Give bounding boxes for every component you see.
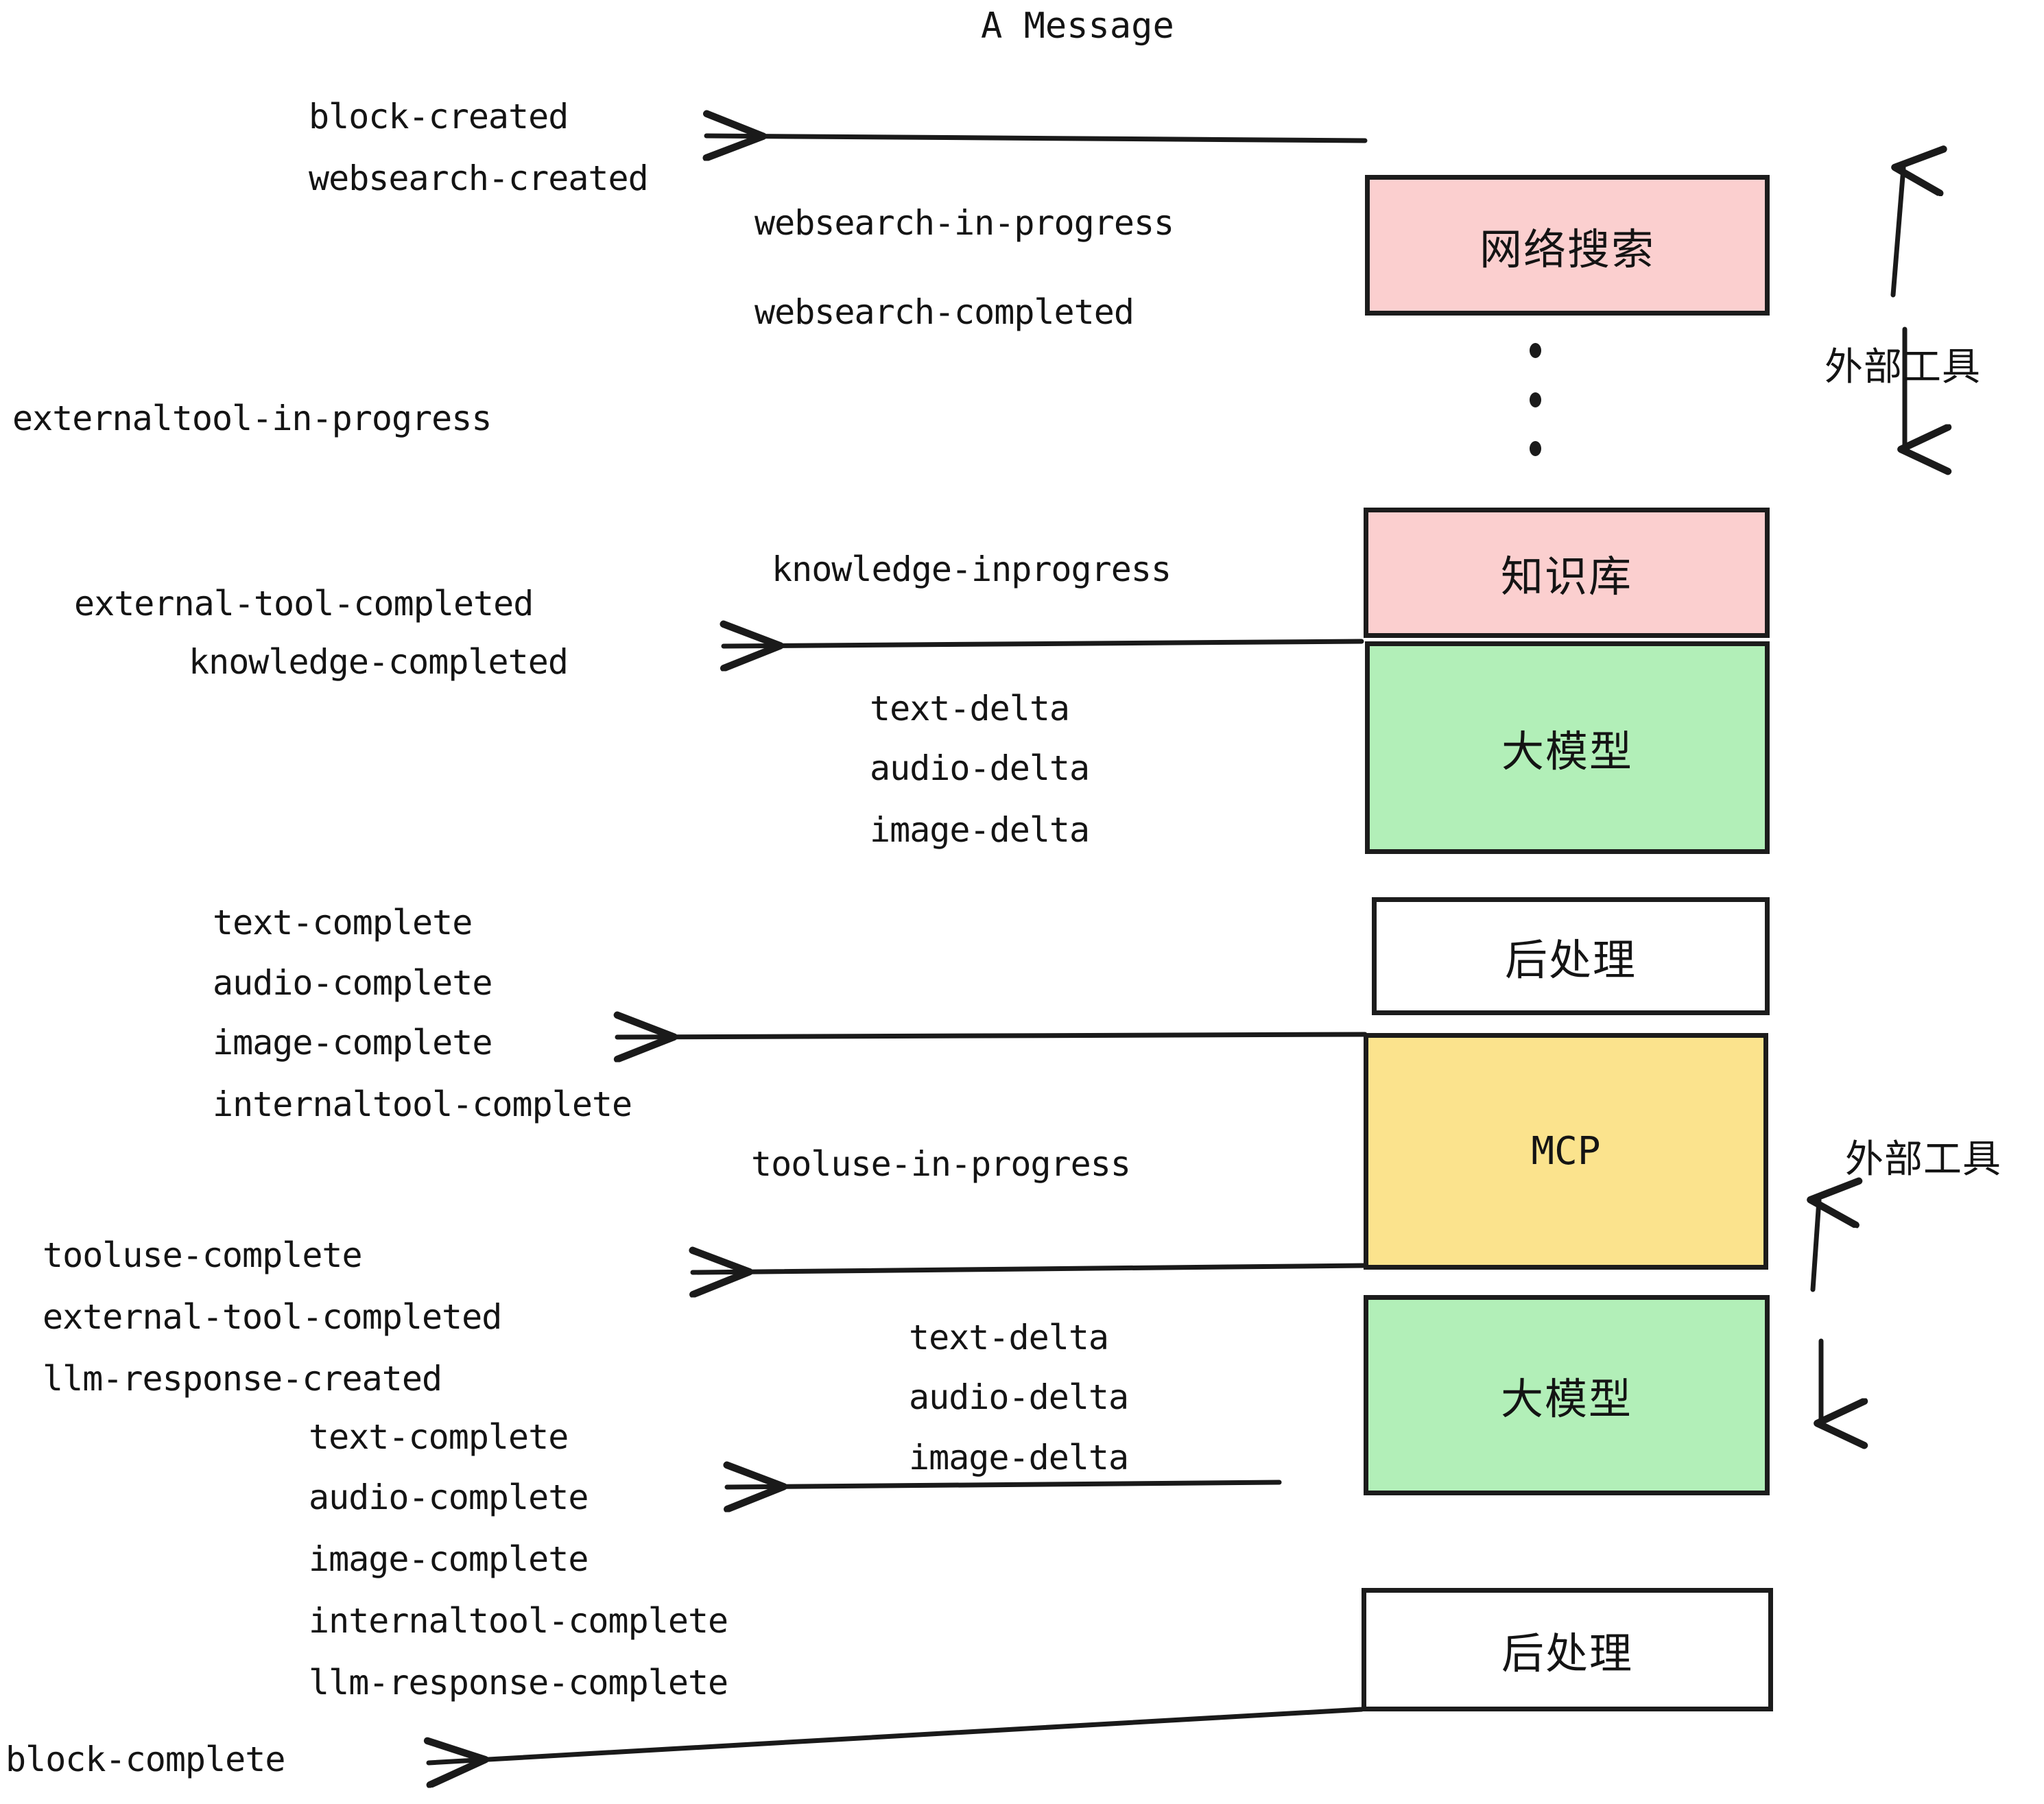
- component-box-websearch[interactable]: 网络搜索: [1365, 175, 1770, 316]
- component-label-llm-1: 大模型: [1501, 726, 1633, 776]
- component-box-knowledge[interactable]: 知识库: [1364, 508, 1770, 638]
- event-external-tool-completed-2: external-tool-completed: [43, 1297, 502, 1337]
- event-llm-response-complete: llm-response-complete: [309, 1663, 728, 1702]
- event-external-tool-completed-1: external-tool-completed: [74, 584, 534, 624]
- event-tooluse-in-progress: tooluse-in-progress: [751, 1144, 1131, 1184]
- event-text-complete-2: text-complete: [309, 1417, 569, 1457]
- arrow-postprocess1-to-events: [617, 1034, 1368, 1037]
- external-tools-arrow-bottom: [1813, 1200, 1821, 1423]
- component-box-postprocess-2[interactable]: 后处理: [1362, 1588, 1773, 1711]
- component-label-llm-2: 大模型: [1500, 1374, 1632, 1424]
- arrow-postprocess2-to-events: [429, 1707, 1364, 1763]
- event-block-complete: block-complete: [5, 1740, 285, 1779]
- component-label-postprocess-1: 后处理: [1504, 935, 1637, 985]
- event-llm-response-created: llm-response-created: [43, 1359, 442, 1399]
- component-label-knowledge: 知识库: [1500, 551, 1632, 602]
- event-internaltool-complete-1: internaltool-complete: [213, 1084, 632, 1124]
- diagram-title: A Message: [981, 5, 1174, 47]
- event-websearch-created: websearch-created: [309, 158, 649, 198]
- event-audio-complete-1: audio-complete: [213, 963, 492, 1003]
- event-audio-complete-2: audio-complete: [309, 1477, 589, 1517]
- event-websearch-in-progress: websearch-in-progress: [754, 203, 1174, 243]
- event-image-delta-1: image-delta: [870, 810, 1090, 850]
- arrow-llm2-to-events: [727, 1482, 1282, 1487]
- event-internaltool-complete-2: internaltool-complete: [309, 1601, 728, 1641]
- component-box-llm-1[interactable]: 大模型: [1365, 641, 1770, 854]
- component-label-mcp: MCP: [1531, 1129, 1601, 1174]
- external-tools-arrow-top: [1890, 168, 1905, 449]
- component-box-llm-2[interactable]: 大模型: [1364, 1295, 1770, 1495]
- component-label-postprocess-2: 后处理: [1501, 1628, 1633, 1678]
- event-text-delta-2: text-delta: [909, 1318, 1109, 1357]
- event-image-complete-1: image-complete: [213, 1023, 492, 1063]
- arrow-websearch-to-events: [706, 136, 1368, 141]
- arrow-knowledge-to-events: [724, 641, 1364, 646]
- side-label-external-tools-bottom: 外部工具: [1845, 1137, 2001, 1182]
- side-label-external-tools-top: 外部工具: [1825, 345, 1981, 390]
- event-knowledge-inprogress: knowledge-inprogress: [772, 549, 1172, 589]
- event-text-delta-1: text-delta: [870, 689, 1070, 728]
- component-box-postprocess-1[interactable]: 后处理: [1372, 897, 1770, 1015]
- component-label-websearch: 网络搜索: [1479, 224, 1655, 274]
- event-image-delta-2: image-delta: [909, 1438, 1129, 1477]
- event-externaltool-in-progress: externaltool-in-progress: [12, 399, 492, 438]
- event-knowledge-completed: knowledge-completed: [189, 642, 569, 682]
- event-block-created: block-created: [309, 97, 569, 137]
- event-tooluse-complete: tooluse-complete: [43, 1235, 363, 1275]
- event-websearch-completed: websearch-completed: [754, 292, 1134, 332]
- arrow-mcp-to-events: [693, 1266, 1366, 1272]
- event-audio-delta-2: audio-delta: [909, 1377, 1129, 1417]
- vertical-ellipsis-icon: [1528, 343, 1542, 456]
- event-image-complete-2: image-complete: [309, 1539, 589, 1579]
- component-box-mcp[interactable]: MCP: [1364, 1033, 1768, 1270]
- event-audio-delta-1: audio-delta: [870, 748, 1090, 788]
- event-text-complete-1: text-complete: [213, 903, 473, 942]
